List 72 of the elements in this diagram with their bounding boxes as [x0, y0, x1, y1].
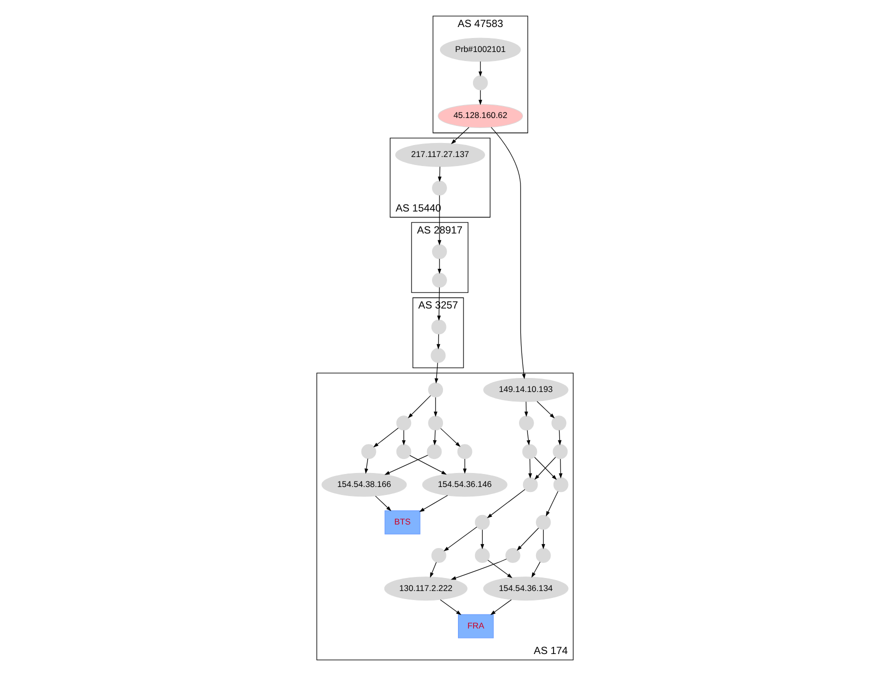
- node-circle: [536, 548, 551, 563]
- node-circle: [536, 514, 551, 530]
- node-circle: [522, 444, 538, 460]
- node-circle: [551, 416, 566, 430]
- arrow: [451, 127, 470, 144]
- node-circle: [553, 477, 568, 492]
- node-circle: [431, 548, 446, 563]
- arrow: [419, 495, 448, 512]
- arrow: [516, 528, 539, 551]
- arrow: [490, 599, 512, 616]
- node-ellipse: 149.14.10.193: [483, 378, 568, 402]
- node-circle: [519, 416, 534, 430]
- arrow: [440, 428, 460, 447]
- node-circle: [428, 382, 444, 398]
- arrow: [364, 458, 368, 474]
- node-circle: [522, 477, 538, 492]
- node-box: BTS: [384, 510, 420, 534]
- arrow: [546, 491, 558, 516]
- node-circle: [430, 348, 446, 363]
- arrow: [384, 454, 428, 475]
- node-circle: [361, 444, 376, 460]
- node-circle: [431, 320, 446, 334]
- arrow: [373, 428, 399, 448]
- arrow: [462, 458, 467, 474]
- node-circle: [505, 548, 520, 563]
- arrow: [436, 334, 440, 350]
- arrow: [531, 562, 540, 578]
- node-box: FRA: [458, 614, 494, 638]
- node-circle: [474, 548, 490, 563]
- node-circle: [474, 514, 490, 530]
- node-circle: [396, 416, 412, 430]
- node-ellipse: 217.117.27.137: [395, 142, 486, 167]
- node-circle: [428, 416, 444, 430]
- arrow: [444, 526, 478, 552]
- node-circle: [552, 444, 568, 460]
- arrow: [478, 90, 482, 106]
- arrow: [486, 489, 526, 518]
- node-circle: [457, 444, 472, 460]
- arrow: [408, 395, 431, 418]
- arrow: [478, 61, 482, 77]
- arrow: [438, 195, 442, 246]
- arrow: [450, 558, 507, 580]
- node-circle: [396, 444, 412, 460]
- arrow: [558, 430, 562, 446]
- arrow: [410, 455, 447, 475]
- node-circle: [426, 444, 442, 460]
- node-ellipse: 154.54.36.134: [483, 576, 568, 601]
- arrow: [438, 166, 442, 182]
- arrow: [402, 430, 406, 446]
- arrow: [430, 562, 437, 578]
- node-ellipse: Prb#1002101: [440, 38, 521, 62]
- arrow: [440, 599, 462, 616]
- arrow: [558, 458, 562, 479]
- node-ellipse: 154.54.36.146: [422, 472, 508, 497]
- arrow: [542, 529, 546, 550]
- arrow: [434, 397, 438, 417]
- node-circle: [432, 180, 447, 196]
- node-ellipse: 154.54.38.166: [322, 472, 407, 497]
- arrow: [524, 401, 528, 417]
- arrow: [488, 560, 512, 578]
- node-circle: [432, 272, 447, 288]
- arrow: [438, 258, 442, 274]
- node-ellipse: 45.128.160.62: [438, 104, 523, 128]
- arrow: [526, 430, 530, 446]
- arrow: [432, 430, 437, 446]
- node-circle: [472, 75, 488, 90]
- arrow: [434, 362, 438, 384]
- arrow: [480, 529, 484, 550]
- node-circle: [432, 244, 447, 260]
- arrow: [375, 496, 392, 512]
- arrow: [528, 458, 532, 479]
- arrow: [536, 401, 555, 418]
